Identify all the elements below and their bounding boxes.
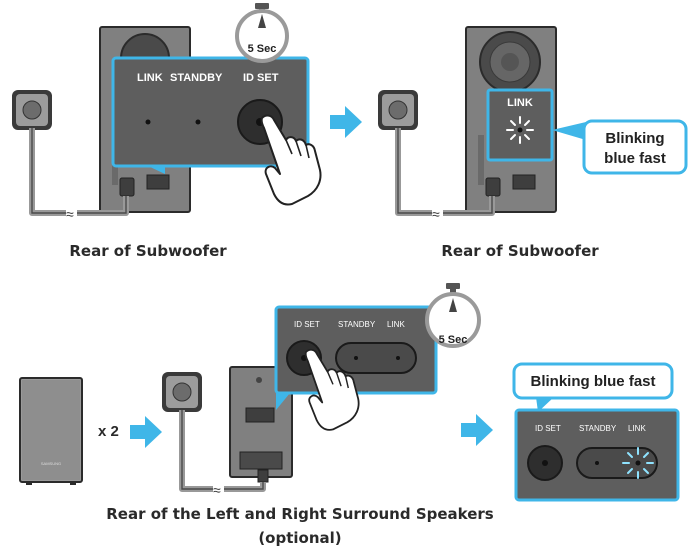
blinking-callout: Blinking blue fast xyxy=(552,119,688,175)
speaker-logo: SAMSUNG xyxy=(41,461,61,466)
blinking-light-icon xyxy=(506,116,534,144)
quantity-label: x 2 xyxy=(98,423,119,440)
caption-subwoofer-1: Rear of Subwoofer xyxy=(69,242,227,260)
blinking-light-icon xyxy=(622,447,654,479)
svg-text:≈: ≈ xyxy=(432,206,440,222)
arrow-right-icon xyxy=(330,106,362,138)
stopwatch-icon: 5 Sec xyxy=(425,283,481,348)
callout-text: Blinking blue fast xyxy=(530,373,655,390)
panel-label-id-set: ID SET xyxy=(243,72,279,84)
blinking-callout: Blinking blue fast xyxy=(512,362,674,412)
panel-label-id-set: ID SET xyxy=(535,424,561,433)
arrow-right-icon xyxy=(461,414,493,446)
panel-label-standby: STANDBY xyxy=(170,72,223,84)
wall-outlet-icon xyxy=(11,89,53,131)
caption-subwoofer-2: Rear of Subwoofer xyxy=(441,242,599,260)
callout-line1: Blinking xyxy=(605,130,664,147)
caption-surround-line1: Rear of the Left and Right Surround Spea… xyxy=(106,505,494,523)
timer-label: 5 Sec xyxy=(248,43,277,55)
panel-label-id-set: ID SET xyxy=(294,320,320,329)
surround-speaker-front: SAMSUNG xyxy=(19,377,83,485)
panel-label-link: LINK xyxy=(387,320,405,329)
wall-outlet-icon xyxy=(377,89,419,131)
timer-label: 5 Sec xyxy=(439,334,468,346)
panel-label-standby: STANDBY xyxy=(338,320,376,329)
panel-label-link: LINK xyxy=(628,424,646,433)
surround-link-panel-zoom: ID SET STANDBY LINK xyxy=(514,408,680,502)
panel-label-link: LINK xyxy=(507,97,533,109)
caption-surround-line2: (optional) xyxy=(258,529,342,547)
arrow-right-icon xyxy=(130,416,162,448)
link-indicator-zoom: LINK xyxy=(486,88,554,162)
stopwatch-icon: 5 Sec xyxy=(235,3,289,63)
svg-text:≈: ≈ xyxy=(66,206,74,222)
panel-label-link: LINK xyxy=(137,72,163,84)
wall-outlet-icon xyxy=(161,371,203,413)
subwoofer-control-panel-zoom: LINK STANDBY ID SET xyxy=(111,56,310,174)
svg-text:≈: ≈ xyxy=(213,482,221,498)
callout-line2: blue fast xyxy=(604,150,666,167)
panel-label-standby: STANDBY xyxy=(579,424,617,433)
surround-control-panel-zoom: ID SET STANDBY LINK xyxy=(274,305,438,410)
